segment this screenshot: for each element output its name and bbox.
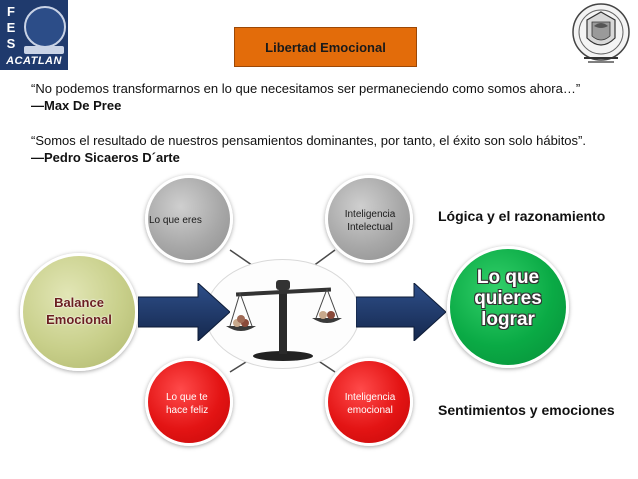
unam-coat-of-arms-icon xyxy=(572,3,630,63)
circle-lo-que-te-hace-feliz: Lo que te hace feliz xyxy=(145,358,233,446)
logo-letter: S xyxy=(6,36,16,51)
logo-letter: E xyxy=(6,20,16,35)
circle-label: Balance Emocional xyxy=(46,295,112,327)
balance-scale-icon xyxy=(226,280,342,361)
center-circle xyxy=(205,259,360,369)
circle-lo-que-eres: Lo que eres xyxy=(145,175,233,263)
logo-acatlan: ACATLAN xyxy=(6,55,62,67)
slide-title: Libertad Emocional xyxy=(234,27,417,67)
arrow-right-icon xyxy=(356,283,446,341)
caption-logica: Lógica y el razonamiento xyxy=(438,208,606,224)
circle-label: Lo que te hace feliz xyxy=(166,392,209,416)
arrow-right-icon xyxy=(138,283,230,341)
circle-label: Inteligencia emocional xyxy=(344,392,396,416)
logo-letter: F xyxy=(7,4,15,19)
circle-label: Inteligencia Intelectual xyxy=(344,209,396,233)
quote-text: “Somos el resultado de nuestros pensamie… xyxy=(31,133,586,148)
quote-text: “No podemos transformarnos en lo que nec… xyxy=(31,81,581,96)
circle-balance-emocional: Balance Emocional xyxy=(20,253,138,371)
circle-inteligencia-emocional: Inteligencia emocional xyxy=(325,358,413,446)
circle-label: Lo que quieres lograr xyxy=(474,267,542,330)
circle-inteligencia-intelectual: Inteligencia Intelectual xyxy=(325,175,413,263)
fes-acatlan-logo: F E S ACATLAN xyxy=(0,0,68,70)
circle-label: Lo que eres xyxy=(149,215,202,226)
seal-icon xyxy=(24,6,66,48)
unam-band xyxy=(24,46,64,54)
quote-author: —Pedro Sicaeros D´arte xyxy=(31,150,180,165)
quote-author: —Max De Pree xyxy=(31,98,122,113)
caption-sentimientos: Sentimientos y emociones xyxy=(438,402,615,418)
circle-lo-que-quieres-lograr: Lo que quieres lograr xyxy=(447,246,569,368)
fes-letters: F E S xyxy=(4,4,18,52)
